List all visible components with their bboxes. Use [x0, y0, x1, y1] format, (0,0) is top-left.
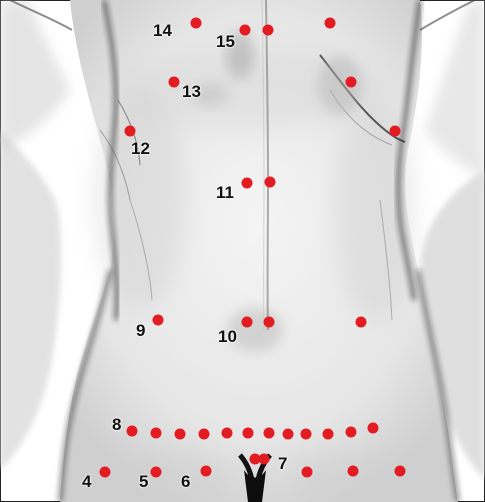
acupoint-dot [348, 466, 359, 477]
acupoint-dot [125, 126, 136, 137]
acupoint-dot [240, 25, 251, 36]
acupoint-dot [346, 427, 357, 438]
point-label-9: 9 [136, 322, 145, 339]
acupoint-dot [242, 317, 253, 328]
acupoint-dot [243, 428, 254, 439]
acupoint-dot [264, 428, 275, 439]
acupoint-dot [222, 428, 233, 439]
acupoint-dot [242, 178, 253, 189]
point-label-11: 11 [216, 184, 234, 201]
acupoint-dot [325, 18, 336, 29]
point-label-15: 15 [216, 33, 235, 50]
acupoint-dot [263, 25, 274, 36]
acupoint-dot [201, 466, 212, 477]
point-label-7: 7 [278, 455, 287, 472]
acupoint-dot [264, 317, 275, 328]
acupoint-dot [346, 77, 357, 88]
point-label-4: 4 [82, 473, 91, 490]
acupoint-dot [175, 429, 186, 440]
acupoint-dot [395, 466, 406, 477]
acupoint-dot [265, 177, 276, 188]
point-label-12: 12 [131, 140, 150, 157]
acupoint-dot [323, 429, 334, 440]
acupoint-dot [127, 426, 138, 437]
acupoint-dot [153, 315, 164, 326]
point-label-5: 5 [139, 473, 148, 490]
point-label-8: 8 [112, 416, 121, 433]
acupoint-dot [151, 428, 162, 439]
acupoint-dot [169, 77, 180, 88]
acupoint-dot [199, 429, 210, 440]
acupoint-dot [302, 467, 313, 478]
acupoint-dot [368, 423, 379, 434]
acupoint-dot [151, 467, 162, 478]
point-label-10: 10 [218, 328, 237, 345]
point-label-13: 13 [182, 83, 201, 100]
point-label-6: 6 [181, 473, 190, 490]
acupoint-dot [283, 429, 294, 440]
acupoint-dot [356, 317, 367, 328]
acupoint-dot [390, 126, 401, 137]
acupoint-dot [301, 429, 312, 440]
acupoint-dot [100, 467, 111, 478]
acupoint-dot [259, 454, 270, 465]
point-label-14: 14 [153, 22, 172, 39]
acupoint-dot [191, 18, 202, 29]
